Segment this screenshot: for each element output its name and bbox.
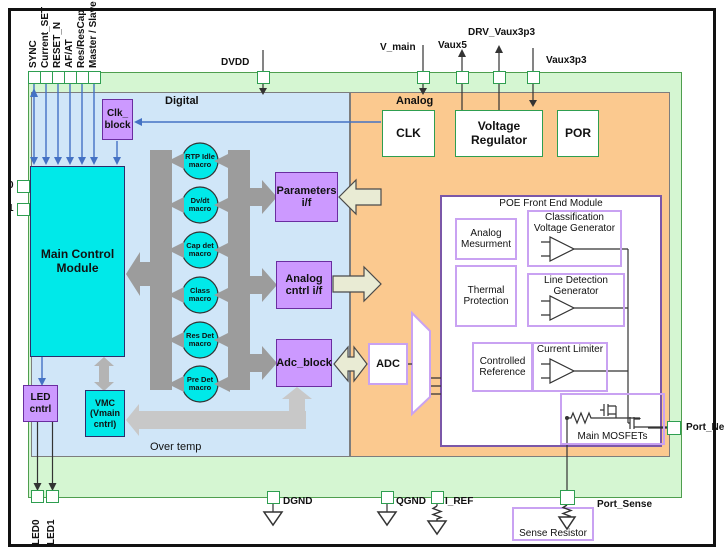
pin-dvdd bbox=[256, 71, 270, 84]
line-detection-generator-block: Line Detection Generator bbox=[527, 273, 625, 327]
macro-class: Class macro bbox=[188, 285, 212, 303]
iref-resistor bbox=[431, 505, 443, 521]
label-vaux3p3: Vaux3p3 bbox=[546, 55, 587, 66]
label-port-neg: Port_Ne bbox=[686, 422, 725, 433]
main-mosfets-block: Main MOSFETs bbox=[560, 393, 665, 445]
label-sync: SYNC bbox=[28, 40, 39, 68]
thermal-protection-block: Thermal Protection bbox=[455, 265, 517, 327]
pin-led1 bbox=[46, 490, 59, 503]
parameters-if-block: Parameters i/f bbox=[275, 172, 338, 222]
pin-port-sense bbox=[560, 490, 575, 505]
dgnd-arrow bbox=[262, 511, 284, 527]
clk-analog-block: CLK bbox=[382, 110, 435, 157]
label-dgnd: DGND bbox=[283, 496, 313, 507]
label-pin-0: 0 bbox=[8, 180, 14, 191]
label-current-set: Current_SET bbox=[40, 6, 51, 68]
macro-pre-det: Pre Det macro bbox=[186, 374, 214, 392]
macro-dvdt: Dv/dt macro bbox=[188, 195, 212, 213]
pin-qgnd bbox=[380, 491, 394, 504]
sense-resistor-label: Sense Resistor bbox=[519, 528, 587, 539]
label-res-rescap: Res/ResCap bbox=[76, 9, 87, 68]
label-port-sense: Port_Sense bbox=[597, 499, 653, 510]
analog-measurement-block: Analog Mesurment bbox=[455, 218, 517, 260]
label-pin-1: 1 bbox=[8, 203, 14, 214]
label-v-main: V_main bbox=[380, 42, 416, 53]
label-drv-vaux3p3: DRV_Vaux3p3 bbox=[468, 27, 536, 38]
led-cntrl-block: LED cntrl bbox=[23, 385, 58, 422]
pin-vaux3p3 bbox=[526, 71, 540, 84]
adc-analog-block: ADC bbox=[368, 343, 408, 385]
pin-vaux5 bbox=[455, 71, 469, 84]
vmc-block: VMC (Vmain cntrl) bbox=[85, 390, 125, 437]
pin-v-main bbox=[416, 71, 430, 84]
pin-port-neg bbox=[667, 421, 681, 435]
label-led1: LED1 bbox=[46, 519, 57, 545]
iref-arrow bbox=[426, 520, 448, 536]
macro-rtp-idle: RTP Idle macro bbox=[185, 151, 215, 169]
voltage-regulator-block: Voltage Regulator bbox=[455, 110, 543, 157]
analog-cntrl-if-block: Analog cntrl i/f bbox=[276, 261, 332, 309]
macro-cap-det: Cap det macro bbox=[186, 240, 214, 258]
label-iref: I_REF bbox=[445, 496, 474, 507]
pin-drv-vaux3p3 bbox=[492, 71, 506, 84]
label-dvdd: DVDD bbox=[221, 57, 250, 68]
classification-voltage-generator-block: Classification Voltage Generator bbox=[527, 210, 622, 267]
label-led0: LED0 bbox=[31, 519, 42, 545]
pin-left-1 bbox=[17, 203, 30, 216]
pin-iref bbox=[430, 491, 444, 504]
analog-region-title: Analog bbox=[396, 95, 434, 107]
label-reset-n: RESET_N bbox=[52, 21, 63, 68]
current-limiter-block: Current Limiter bbox=[532, 342, 608, 392]
label-master-slave: Master / Slave bbox=[88, 1, 99, 68]
controlled-reference-block: Controlled Reference bbox=[472, 342, 533, 392]
digital-region-title: Digital bbox=[165, 95, 199, 107]
poe-title: POE Front End Module bbox=[499, 198, 603, 209]
label-qgnd: QGND bbox=[396, 496, 426, 507]
label-vaux5: Vaux5 bbox=[438, 40, 467, 51]
macro-res-det: Res Det macro bbox=[186, 330, 214, 348]
main-control-module: Main Control Module bbox=[30, 166, 125, 357]
clk-block: Clk_ block bbox=[102, 99, 133, 140]
qgnd-arrow bbox=[376, 511, 398, 527]
label-af-at: AF/AT bbox=[64, 39, 75, 68]
pin-master-slave bbox=[87, 71, 101, 84]
por-block: POR bbox=[557, 110, 599, 157]
pin-dgnd bbox=[266, 491, 280, 504]
pin-led0 bbox=[31, 490, 44, 503]
over-temp-label: Over temp bbox=[150, 441, 202, 453]
adc-block: Adc_block bbox=[276, 339, 332, 387]
pin-left-0 bbox=[17, 180, 30, 193]
